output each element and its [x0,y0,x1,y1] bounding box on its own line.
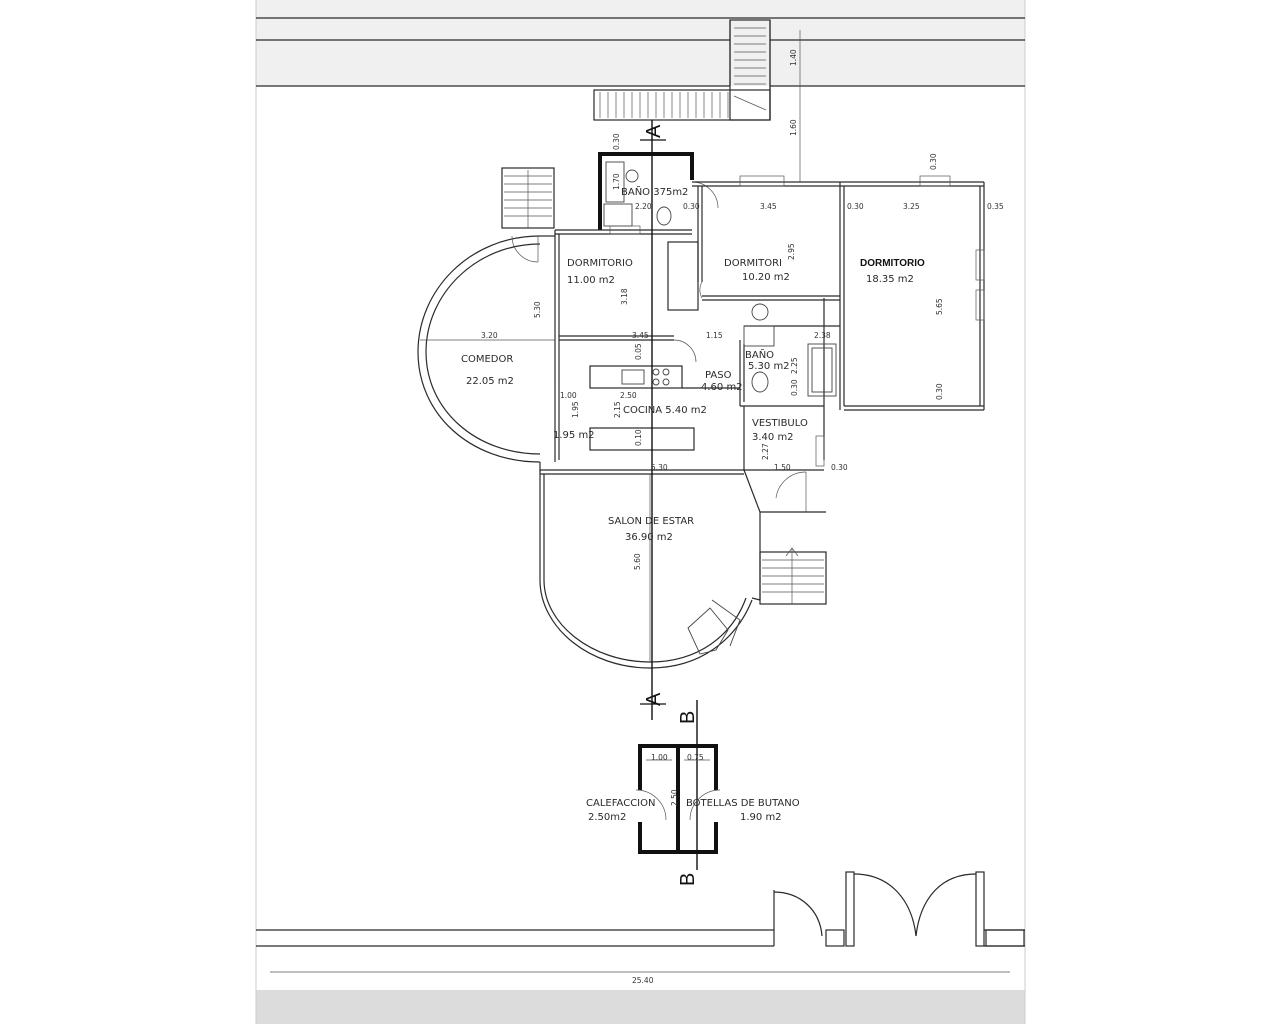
label-salon-area: 36.90 m2 [625,532,673,543]
dim-25-40: 25.40 [632,976,654,985]
label-area-195: 1.95 m2 [553,430,595,441]
section-b-bottom: B [677,873,699,886]
label-dormitorio-1-area: 11.00 m2 [567,275,615,286]
dim-0-30-d: 0.30 [929,153,938,170]
dim-5-30: 5.30 [533,301,542,318]
vestibulo-room [743,406,826,513]
label-dormitorio-2-area: 10.20 m2 [742,272,790,283]
label-butano-area: 1.90 m2 [740,812,782,823]
label-calefaccion: CALEFACCION [586,798,655,809]
dim-5-60: 5.60 [633,553,642,570]
label-cocina: COCINA 5.40 m2 [623,405,707,416]
dim-0-30-a: 0.30 [612,133,621,150]
dim-1-95: 1.95 [571,401,580,418]
dim-3-20: 3.20 [481,331,498,340]
dim-2-50-a: 2.50 [620,391,637,400]
front-stair [759,547,827,605]
dim-0-10: 0.10 [634,429,643,446]
room-labels: BAÑO 375m2 DORMITORIO 11.00 m2 DORMITORI… [461,185,925,823]
label-dormitorio-3: DORMITORIO [860,258,925,269]
dim-0-30-c: 0.30 [847,202,864,211]
top-stair [593,19,771,121]
label-dormitorio-2: DORMITORI [724,258,782,269]
section-b-top: B [677,711,699,724]
calefaccion-butano-building [630,744,726,854]
dim-1-70: 1.70 [612,173,621,190]
dim-2-95: 2.95 [787,243,796,260]
dim-2-27: 2.27 [761,443,770,460]
dim-2-25: 2.25 [790,357,799,374]
dim-1-15: 1.15 [706,331,723,340]
label-comedor-area: 22.05 m2 [466,376,514,387]
label-calefaccion-area: 2.50m2 [588,812,626,823]
comedor-room [417,235,555,472]
dim-0-30-g: 0.30 [831,463,848,472]
section-lines [640,120,698,870]
left-stair [501,167,555,229]
label-comedor: COMEDOR [461,354,513,365]
label-paso-area: 4.60 m2 [701,382,743,393]
dim-1-00-a: 1.00 [560,391,577,400]
kitchen-area [554,281,745,462]
dim-0-35: 0.35 [987,202,1004,211]
dim-2-50-b: 2.50 [670,789,679,806]
house-walls [554,175,985,460]
dim-2-20: 2.20 [635,202,652,211]
page-borders [255,0,1026,1024]
label-vestibulo: VESTIBULO [752,418,808,429]
stair-dimension-line: 1.40 1.60 [789,30,801,182]
label-vestibulo-area: 3.40 m2 [752,432,794,443]
bottom-boundary [256,871,1025,973]
label-bano-2: BAÑO [745,348,774,361]
label-dormitorio-1: DORMITORIO [567,258,633,269]
dim-3-18: 3.18 [620,288,629,305]
label-salon: SALON DE ESTAR [608,516,694,527]
dim-3-25: 3.25 [903,202,920,211]
dim-1-60: 1.60 [789,119,798,136]
dim-0-30-e: 0.30 [790,379,799,396]
bano-2-room [743,303,840,397]
dim-0-05: 0.05 [634,343,643,360]
label-butano: BOTELLAS DE BUTANO [686,798,800,809]
label-paso: PASO [705,370,732,381]
salon-room [539,469,761,669]
dim-0-30-b: 0.30 [683,202,700,211]
section-a-top: A [643,124,665,138]
dim-2-38: 2.38 [814,331,831,340]
label-dormitorio-3-area: 18.35 m2 [866,274,914,285]
dim-0-30-f: 0.30 [935,383,944,400]
dim-0-75: 0.75 [687,753,704,762]
dimension-labels: 0.30 1.70 2.20 0.30 3.45 0.30 3.25 0.35 … [481,133,1004,985]
dim-1-00-b: 1.00 [651,753,668,762]
dim-1-50: 1.50 [774,463,791,472]
section-markers: A A B B [643,124,699,886]
label-bano-top: BAÑO 375m2 [621,185,688,198]
dim-5-30-b: 5.30 [651,463,668,472]
dim-5-65: 5.65 [935,298,944,315]
section-a-bottom: A [643,692,665,706]
dim-3-45-b: 3.45 [632,331,649,340]
dim-3-45-a: 3.45 [760,202,777,211]
label-bano-2-area: 5.30 m2 [748,361,790,372]
dim-2-15: 2.15 [613,401,622,418]
dim-1-40: 1.40 [789,49,798,66]
